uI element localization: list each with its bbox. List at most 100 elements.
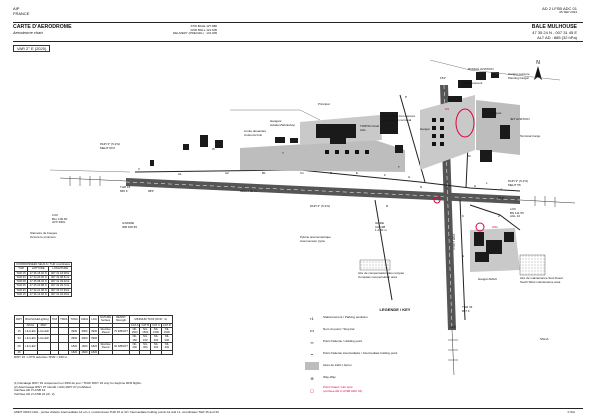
chart-title-block: CARTE D'AERODROME Aerodrome chart xyxy=(13,24,72,35)
footer-sia: 0 SIA xyxy=(567,410,575,414)
label-tw-b1: B1 xyxy=(262,171,266,175)
legend-item-way: ⊕ Way-Way xyxy=(305,372,485,384)
terminal-buildings xyxy=(150,72,514,262)
header-rule xyxy=(13,22,583,23)
footer-rule xyxy=(13,408,583,409)
label-hs2: HS2 xyxy=(492,225,498,229)
label-mag-26: 263° xyxy=(498,196,505,200)
threshold-coordinates-table: COORDONNÉES SEUILS / THR coordinates THR… xyxy=(13,261,73,298)
runway-characteristics-table: RWY BALISAGE/Lighting TDZ TDRA TODA ASDA… xyxy=(13,315,173,360)
coord-cell: 47 36 14.84 N xyxy=(27,292,50,298)
label-ils: ILS/DME IDB 108.35 xyxy=(122,221,138,229)
coord-cell: 47 36 15.92 N xyxy=(27,270,50,276)
approach-lights-south xyxy=(448,329,458,376)
label-tw-s: S xyxy=(462,254,465,258)
header-date: 05 SEP 2024 xyxy=(559,10,577,14)
label-mag-08: 083° xyxy=(148,189,155,193)
coord-cell: 47 34 21.08 N xyxy=(27,287,50,294)
freq-delivery: DELIVERY (PRE/GDL) : 131.905 xyxy=(173,31,218,36)
label-tw-a1: A1 xyxy=(178,172,182,176)
label-thr-15: THR 15 836 ft xyxy=(120,185,131,193)
label-compensation: Aire de compensation des compas Compass … xyxy=(358,271,405,279)
label-hs: HS xyxy=(445,107,450,111)
label-tw-e: E xyxy=(356,171,359,175)
rwy-th: RESIST Strength xyxy=(112,315,130,324)
rwy-th: TDZ xyxy=(49,315,60,324)
label-tw-f: F xyxy=(384,173,386,177)
rwy-th: CAT C xyxy=(150,322,162,328)
legend-item-apron: Aires de trafic / Apron xyxy=(305,360,485,372)
holding-point-icon: ═ xyxy=(310,339,314,345)
rwy-th: NATURE Surface xyxy=(98,315,114,324)
compass-area xyxy=(359,259,391,271)
label-papi-33: PAPI 3° (5.2%) xyxy=(310,204,330,208)
parking-stands xyxy=(325,118,444,154)
rwy-table-note: RWY 15 : LVTO autorisé / RVR < 150 m xyxy=(14,354,68,359)
label-tw-a2: A2 xyxy=(225,171,229,175)
note-line: (1) Décalage RWY 33 uniquement en RFR de… xyxy=(14,381,142,385)
legend-title: LEGENDE / KEY xyxy=(379,307,411,312)
freq-atis: ATIS BALE 127.880 xyxy=(190,24,218,28)
label-limite: Limite douanière Customs limit xyxy=(244,129,267,137)
hot-spot-icon xyxy=(433,108,485,232)
label-terminal-fret: Terminal de fret express Fret express te… xyxy=(383,114,416,122)
label-tw-l: L xyxy=(486,181,488,185)
freq-gnd: GND BOLL 121.605 xyxy=(190,27,218,32)
rwy-th: RWY xyxy=(13,315,25,324)
label-jet-aviation: JET AVIATION xyxy=(510,117,530,121)
header-right: AD 2 LFSB ADC 01 05 SEP 2024 xyxy=(542,6,577,15)
rwy-th: TODA xyxy=(68,315,80,324)
label-rwy-length: 3900 x 60 m xyxy=(240,189,257,193)
roads xyxy=(49,59,561,173)
intermediate-holding-icon: ┅ xyxy=(310,351,314,357)
label-tw-c1: C1 xyxy=(300,171,304,175)
chart-subtitle: Aerodrome chart xyxy=(13,30,43,35)
approach-lights-east xyxy=(519,196,576,207)
label-glide-33: GLIDE CH 108 1 d 50 m xyxy=(375,221,387,233)
header-aip: AIP xyxy=(13,6,20,11)
frequency-block: ATIS BALE 127.880 GND BOLL 121.605 DELIV… xyxy=(173,24,218,36)
label-tw-g: G xyxy=(408,175,411,179)
notes-block: (1) Décalage RWY 33 uniquement en RFR de… xyxy=(14,381,142,396)
sw-maint-area xyxy=(519,254,546,276)
coord-cell: THR 15 xyxy=(13,270,29,276)
label-principal: Principal xyxy=(318,102,330,106)
airport-block: BALE MULHOUSE 47 35 24 N - 007 31 45 E A… xyxy=(532,24,577,40)
airport-alt: ALT AD : 885 (32 hPa) xyxy=(537,35,577,40)
legend-block: LEGENDE / KEY ▪1 Stationnement / Parking… xyxy=(305,307,485,396)
coord-th: LATITUDE xyxy=(27,266,50,272)
legend-item-stopbar: ••• Nom du point / Stop bar xyxy=(305,324,485,336)
label-tw-h: H xyxy=(474,184,477,188)
footer-amendment: AMDT 09/24 CHG : portée d'alerte intermé… xyxy=(14,411,219,414)
header-left: AIP FRANCE xyxy=(13,6,29,16)
label-tour: TWR/Terminal AGL xyxy=(360,124,380,132)
north-label: N xyxy=(536,60,540,66)
label-tw-w: W xyxy=(212,147,215,151)
coord-cell: 007 32 29.72 E xyxy=(48,283,73,289)
label-papi-26: PAPI 3° (5.2%) MEHT 55 xyxy=(508,179,528,187)
label-romag: ROMAG AVIATION xyxy=(468,67,494,71)
label-tw-p: P xyxy=(405,95,408,99)
label-tw-n: N xyxy=(420,185,423,189)
coord-cell: 47 35 20.88 N xyxy=(27,283,50,289)
hot-spot-icon: ◯ xyxy=(309,387,315,393)
label-mag-33: 333° xyxy=(450,325,457,329)
coord-cell: 007 31 18.09 E xyxy=(48,292,73,298)
label-hangar-amac: Hangar AMAC xyxy=(478,277,498,281)
apron-icon xyxy=(305,362,319,370)
label-mag-15: 153° xyxy=(440,76,447,80)
legend-item-parking: ▪1 Stationnement / Parking positions xyxy=(305,312,485,324)
label-rwy-ns-length: 1820 x 60 m xyxy=(452,233,457,251)
rwy-th: CAT A xyxy=(128,322,141,328)
way-icon: ⊕ xyxy=(310,375,314,381)
label-observ: Stèmetre de bouges Occuré le minimum xyxy=(30,231,58,239)
stop-bar-icon: ••• xyxy=(309,327,315,333)
label-pylone: Pylône anémométrique Anemometer pylon xyxy=(300,235,331,243)
rwy-th: CAT D xyxy=(160,322,173,328)
approach-lights-west xyxy=(59,176,127,186)
north-arrow-icon: N xyxy=(534,60,542,80)
label-terminal-cargo: Terminal Cargo xyxy=(520,134,541,138)
